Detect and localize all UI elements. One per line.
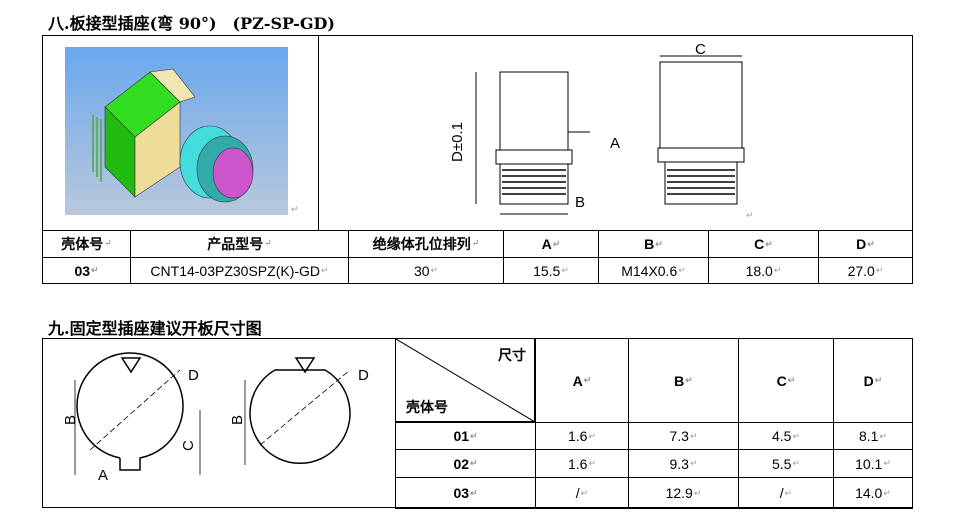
svg-text:D: D bbox=[188, 367, 199, 384]
header-cell: D↵ bbox=[833, 338, 913, 423]
section8-title: 八.板接型插座(弯 90°) (PZ-SP-GD) bbox=[48, 14, 335, 33]
svg-text:D: D bbox=[358, 367, 369, 384]
label-a: A bbox=[610, 135, 620, 152]
data-cell: 8.1↵ bbox=[833, 422, 913, 450]
data-cell: /↵ bbox=[535, 477, 629, 509]
data-cell: 03↵ bbox=[42, 257, 131, 284]
data-cell: 4.5↵ bbox=[738, 422, 834, 450]
header-cell: A↵ bbox=[535, 338, 629, 423]
connector-3d-image bbox=[65, 47, 288, 215]
corner-header: 尺寸 壳体号 bbox=[395, 338, 535, 422]
header-cell: 产品型号↵ bbox=[130, 230, 349, 258]
header-cell: A↵ bbox=[503, 230, 599, 258]
data-cell: 01↵ bbox=[395, 422, 536, 450]
header-cell: C↵ bbox=[708, 230, 819, 258]
data-cell: 1.6↵ bbox=[535, 449, 629, 478]
section9-title: 九.固定型插座建议开板尺寸图 bbox=[48, 319, 262, 338]
data-cell: 30↵ bbox=[348, 257, 504, 284]
data-cell: 02↵ bbox=[395, 449, 536, 478]
svg-text:A: A bbox=[98, 467, 108, 484]
data-cell: 14.0↵ bbox=[833, 477, 913, 509]
data-cell: 03↵ bbox=[395, 477, 536, 509]
svg-text:C: C bbox=[180, 440, 197, 451]
data-cell: 5.5↵ bbox=[738, 449, 834, 478]
label-b: B bbox=[575, 194, 585, 211]
header-cell: B↵ bbox=[598, 230, 709, 258]
svg-text:B: B bbox=[62, 415, 79, 425]
data-cell: 12.9↵ bbox=[628, 477, 739, 509]
label-c: C bbox=[695, 42, 706, 58]
data-cell: M14X0.6↵ bbox=[598, 257, 709, 284]
data-cell: 27.0↵ bbox=[818, 257, 913, 284]
header-cell: B↵ bbox=[628, 338, 739, 423]
technical-drawing: D±0.1 A B C bbox=[440, 41, 760, 227]
data-cell: 18.0↵ bbox=[708, 257, 819, 284]
data-cell: /↵ bbox=[738, 477, 834, 509]
data-cell: 9.3↵ bbox=[628, 449, 739, 478]
header-cell: 壳体号↵ bbox=[42, 230, 131, 258]
panel-cutout-drawing: B B A C D D bbox=[50, 350, 390, 505]
svg-text:B: B bbox=[229, 415, 246, 425]
header-cell: C↵ bbox=[738, 338, 834, 423]
data-cell: 7.3↵ bbox=[628, 422, 739, 450]
data-cell: 10.1↵ bbox=[833, 449, 913, 478]
data-cell: 1.6↵ bbox=[535, 422, 629, 450]
header-cell: D↵ bbox=[818, 230, 913, 258]
data-cell: 15.5↵ bbox=[503, 257, 599, 284]
header-cell: 绝缘体孔位排列↵ bbox=[348, 230, 504, 258]
data-cell: CNT14-03PZ30SPZ(K)-GD↵ bbox=[130, 257, 349, 284]
label-d-tol: D±0.1 bbox=[449, 122, 466, 162]
